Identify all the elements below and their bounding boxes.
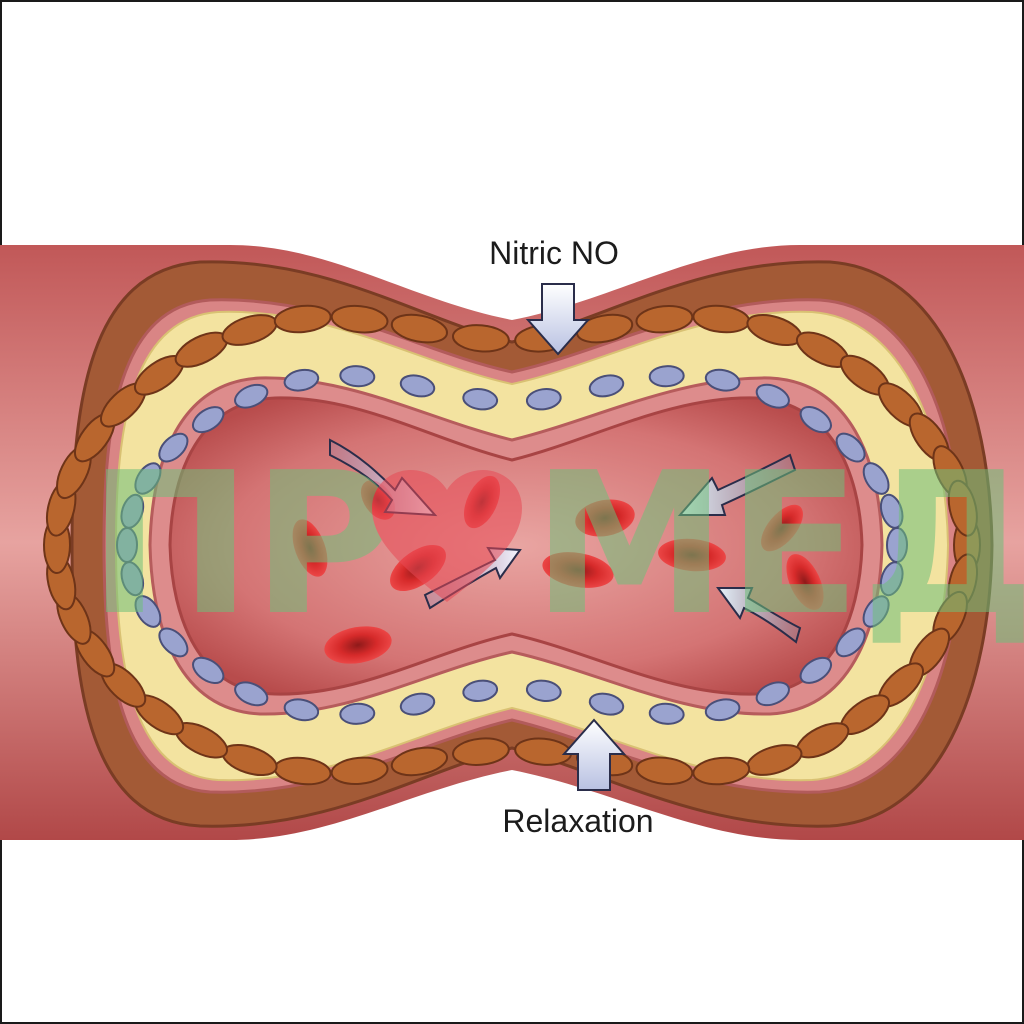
endothelial-nucleus xyxy=(525,679,562,702)
endothelial-nucleus xyxy=(134,462,162,495)
endothelial-nucleus xyxy=(399,692,436,716)
red-blood-cell xyxy=(575,499,635,537)
watermark-text-right: МЕД xyxy=(532,431,1024,659)
smooth-muscle-cell xyxy=(692,756,751,786)
smooth-muscle-cell xyxy=(451,324,510,353)
endothelial-nucleus xyxy=(462,388,499,411)
flow-arrow-icon xyxy=(716,587,802,644)
endothelial-nuclei xyxy=(115,365,909,725)
red-blood-cell xyxy=(761,504,803,552)
smooth-muscle-cell xyxy=(330,304,389,334)
red-blood-cell xyxy=(786,554,824,610)
endothelial-nucleus xyxy=(879,493,904,529)
smooth-muscle-cell xyxy=(273,304,332,334)
flow-arrow-icon xyxy=(677,453,797,516)
endothelial-nucleus xyxy=(158,432,189,463)
endothelial-nucleus xyxy=(648,702,685,725)
endothelial-nucleus xyxy=(234,383,269,409)
endothelial-nucleus xyxy=(755,383,790,409)
smooth-muscle-cell xyxy=(635,756,694,786)
smooth-muscle-cell xyxy=(635,305,694,334)
label-nitric-no: Nitric NO xyxy=(489,235,619,271)
endothelial-nucleus xyxy=(134,595,162,628)
smooth-muscle-cells xyxy=(42,304,982,786)
endothelial-nucleus xyxy=(339,365,376,388)
endothelial-nucleus xyxy=(799,405,832,434)
vessel-lumen xyxy=(168,396,864,696)
watermark: ПР МЕД xyxy=(88,431,1024,659)
red-blood-cell xyxy=(542,552,614,588)
endothelial-nucleus xyxy=(339,702,376,725)
endothelial-nucleus xyxy=(399,374,436,398)
endothelial-nucleus xyxy=(192,656,225,685)
endothelial-nucleus xyxy=(283,698,320,722)
smooth-muscle-cell xyxy=(390,746,449,777)
arrow-up-icon xyxy=(561,718,627,791)
watermark-text-left: ПР xyxy=(88,431,396,659)
endothelial-nucleus xyxy=(704,698,741,722)
endothelial-nucleus xyxy=(120,493,145,529)
endothelial-nucleus xyxy=(862,595,890,628)
endothelial-nucleus xyxy=(588,374,625,398)
endothelial-nucleus xyxy=(879,561,904,597)
endothelial-nucleus xyxy=(234,681,269,707)
smooth-muscle-cell xyxy=(947,479,978,537)
red-blood-cell xyxy=(324,626,392,664)
smooth-muscle-cell xyxy=(390,313,449,344)
arrow-down-icon xyxy=(525,283,591,356)
endothelial-nucleus xyxy=(158,627,189,658)
smooth-muscle-cell xyxy=(330,756,389,785)
endothelial-nucleus xyxy=(835,432,866,463)
label-relaxation: Relaxation xyxy=(502,803,653,839)
red-blood-cell xyxy=(292,519,328,577)
endothelial-nucleus xyxy=(835,627,866,658)
endothelial-nucleus xyxy=(283,368,320,392)
endothelial-nucleus xyxy=(588,692,625,716)
endothelial-nucleus xyxy=(862,462,890,495)
heart-icon xyxy=(372,470,522,602)
endothelial-nucleus xyxy=(799,656,833,684)
endothelial-nucleus xyxy=(525,388,562,411)
endothelial-nucleus xyxy=(462,679,499,702)
endothelial-nucleus xyxy=(648,365,685,388)
red-blood-cell xyxy=(658,538,726,572)
endothelial-nucleus xyxy=(191,406,225,434)
smooth-muscle-cell xyxy=(452,737,510,766)
endothelial-nucleus xyxy=(755,681,790,707)
endothelial-nucleus xyxy=(704,368,741,392)
